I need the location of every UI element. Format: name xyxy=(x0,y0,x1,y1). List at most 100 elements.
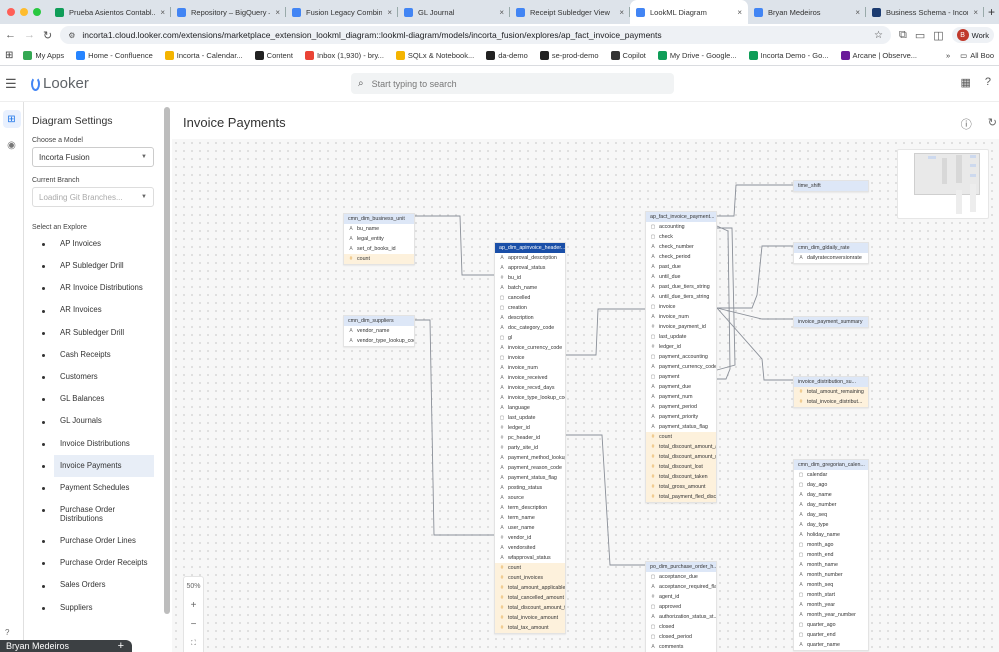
view-title[interactable]: cmn_dim_suppliers xyxy=(344,316,414,326)
view-title[interactable]: cmn_dim_gldaily_rate xyxy=(794,243,868,253)
explore-item[interactable]: AP Subledger Drill xyxy=(42,255,154,277)
bookmark-item[interactable]: da-demo xyxy=(486,51,528,60)
measure-field[interactable]: #total_gross_amount xyxy=(646,482,716,492)
minimap[interactable] xyxy=(897,149,989,219)
explore-item[interactable]: Invoice Payments xyxy=(42,454,154,478)
site-info-icon[interactable]: ⚙ xyxy=(68,30,76,40)
sidebar-icon[interactable]: ◫ xyxy=(933,29,944,42)
eye-icon[interactable]: ◉ xyxy=(7,139,16,151)
explore-item[interactable]: Invoice Distributions xyxy=(42,433,154,455)
view-title[interactable]: ap_fact_invoice_payment... xyxy=(646,212,716,222)
explore-item[interactable]: GL Balances xyxy=(42,388,154,410)
measure-field[interactable]: #total_invoice_distribut... xyxy=(794,397,868,407)
dimension-field[interactable]: ▢accounting xyxy=(646,222,716,232)
bookmark-item[interactable]: My Apps xyxy=(23,51,64,60)
browser-tab[interactable]: Repository – BigQuery – I...× xyxy=(171,0,286,24)
dimension-field[interactable]: #ledger_id xyxy=(495,423,565,433)
dimension-field[interactable]: ▢month_end xyxy=(794,550,868,560)
dimension-field[interactable]: ▢payment_accounting xyxy=(646,352,716,362)
minimize-window-button[interactable] xyxy=(20,8,28,16)
view-title[interactable]: po_dim_purchase_order_h... xyxy=(646,562,716,572)
dimension-field[interactable]: ▢invoice xyxy=(646,302,716,312)
bookmark-item[interactable]: Incorta Demo - Go... xyxy=(748,51,829,60)
measure-field[interactable]: #count xyxy=(646,432,716,442)
explore-item[interactable]: Purchase Order Receipts xyxy=(42,552,154,574)
dimension-field[interactable]: ▢closed_period xyxy=(646,632,716,642)
add-icon[interactable]: + xyxy=(117,640,124,652)
measure-field[interactable]: #total_discount_taken xyxy=(646,472,716,482)
measure-field[interactable]: #count_invoices xyxy=(495,573,565,583)
zoom-window-button[interactable] xyxy=(33,8,41,16)
dimension-field[interactable]: ▢cancelled xyxy=(495,293,565,303)
dimension-field[interactable]: #bu_id xyxy=(495,273,565,283)
dimension-field[interactable]: Ainvoice_type_lookup_cod... xyxy=(495,393,565,403)
explore-item[interactable]: Sales Orders xyxy=(42,575,154,597)
explore-item[interactable]: AP Invoices xyxy=(42,233,154,255)
close-tab-icon[interactable]: × xyxy=(855,7,860,17)
dimension-field[interactable]: ▢month_ago xyxy=(794,540,868,550)
measure-field[interactable]: #count xyxy=(344,254,414,264)
help-icon[interactable]: ? xyxy=(984,76,991,88)
url-field[interactable]: ⚙ incorta1.cloud.looker.com/extensions/m… xyxy=(60,26,891,44)
zoom-in-icon[interactable]: + xyxy=(190,600,197,611)
dimension-field[interactable]: ▢last_update xyxy=(495,413,565,423)
dimension-field[interactable]: ▢gl xyxy=(495,333,565,343)
explore-item[interactable]: AR Subledger Drill xyxy=(42,322,154,344)
browser-tab[interactable]: Bryan Medeiros× xyxy=(748,0,866,24)
measure-field[interactable]: #count xyxy=(495,563,565,573)
user-footer[interactable]: Bryan Medeiros + xyxy=(0,640,132,652)
view-title[interactable]: invoice_payment_summary xyxy=(794,317,868,327)
bookmark-item[interactable]: SQLx & Notebook... xyxy=(395,51,474,60)
extensions-icon[interactable]: ⧉ xyxy=(898,28,907,41)
measure-field[interactable]: #total_discount_lost xyxy=(646,462,716,472)
info-icon[interactable]: ⓘ xyxy=(960,119,972,131)
measure-field[interactable]: #total_payment_fled_disc... xyxy=(646,492,716,502)
marketplace-icon[interactable]: ▦ xyxy=(960,77,971,89)
browser-tab[interactable]: GL Journal× xyxy=(398,0,510,24)
close-tab-icon[interactable]: × xyxy=(275,7,280,17)
minimap-viewport[interactable] xyxy=(914,153,980,195)
view-po[interactable]: po_dim_purchase_order_h...▢acceptance_du… xyxy=(645,561,717,652)
measure-field[interactable]: #total_discount_amount_r... xyxy=(646,452,716,462)
bookmark-item[interactable]: My Drive - Google... xyxy=(657,51,737,60)
browser-tab[interactable]: Prueba Asientos Contabl...× xyxy=(49,0,171,24)
more-bookmarks-icon[interactable]: » xyxy=(945,51,951,60)
diagram-canvas[interactable]: 50% + − ⛶ ▣ cmn_dim_business_unitAbu_nam… xyxy=(172,139,999,652)
close-tab-icon[interactable]: × xyxy=(387,7,392,17)
measure-field[interactable]: #total_amount_remaining xyxy=(794,387,868,397)
explore-item[interactable]: Payment Schedules xyxy=(42,477,154,499)
explore-item[interactable]: Customers xyxy=(42,366,154,388)
dimension-field[interactable]: ▢creation xyxy=(495,303,565,313)
browser-tab[interactable]: LookML Diagram× xyxy=(630,0,748,24)
close-tab-icon[interactable]: × xyxy=(737,7,742,17)
measure-field[interactable]: #total_cancelled_amount xyxy=(495,593,565,603)
bookmark-item[interactable]: Inbox (1,930) - bry... xyxy=(304,51,384,60)
forward-icon[interactable]: → xyxy=(24,29,35,41)
